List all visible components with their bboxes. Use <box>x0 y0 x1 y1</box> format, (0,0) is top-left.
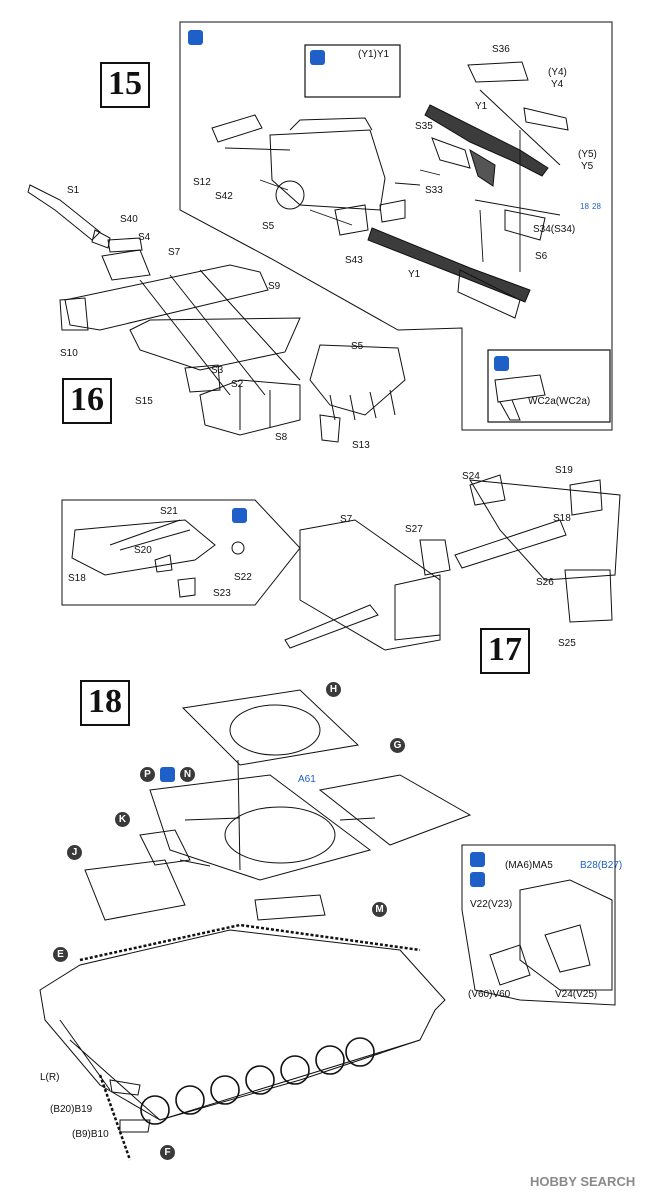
part-label: (B9)B10 <box>72 1129 109 1140</box>
part-label: S23 <box>213 588 231 599</box>
part-label: S7 <box>340 514 353 525</box>
part-label: S1 <box>67 185 80 196</box>
part-label: S24 <box>462 471 480 482</box>
part-callout: P <box>140 767 155 782</box>
step-number-16: 16 <box>62 378 112 424</box>
part-callout: F <box>160 1145 175 1160</box>
part-label: V24(V25) <box>555 989 598 1000</box>
part-label: (B20)B19 <box>50 1104 93 1115</box>
paint-ref: 18 <box>580 202 589 211</box>
part-label: S25 <box>558 638 576 649</box>
part-label: S19 <box>555 465 573 476</box>
part-label: S5 <box>351 341 364 352</box>
tool-icon <box>494 356 509 371</box>
part-callout: J <box>67 845 82 860</box>
part-label: S43 <box>345 255 363 266</box>
part-label: S13 <box>352 440 370 451</box>
part-label: S35 <box>415 121 433 132</box>
part-label: S20 <box>134 545 152 556</box>
cement-icon <box>188 30 203 45</box>
part-label: S27 <box>405 524 423 535</box>
part-label: S7 <box>168 247 181 258</box>
part-callout: K <box>115 812 130 827</box>
part-label: S15 <box>135 396 153 407</box>
part-callout: H <box>326 682 341 697</box>
part-label: S10 <box>60 348 78 359</box>
part-label: S22 <box>234 572 252 583</box>
part-label: L(R) <box>40 1072 60 1083</box>
step-number-15: 15 <box>100 62 150 108</box>
part-label: S34(S34) <box>533 224 576 235</box>
part-label: B28(B27) <box>580 860 623 871</box>
part-label: S33 <box>425 185 443 196</box>
part-label: (Y1)Y1 <box>358 49 390 60</box>
paint-ref: 28 <box>592 202 601 211</box>
part-label: S36 <box>492 44 510 55</box>
part-label: S12 <box>193 177 211 188</box>
paint-icon <box>470 872 485 887</box>
part-label: S18 <box>553 513 571 524</box>
part-label: S5 <box>262 221 275 232</box>
cement-icon <box>470 852 485 867</box>
part-label: Y5 <box>581 161 594 172</box>
part-label: S40 <box>120 214 138 225</box>
part-label: S26 <box>536 577 554 588</box>
watermark: HOBBY SEARCH <box>530 1174 636 1189</box>
part-callout: M <box>372 902 387 917</box>
part-label: S8 <box>275 432 288 443</box>
part-label: WC2a(WC2a) <box>528 396 591 407</box>
part-label: (Y5) <box>578 149 597 160</box>
part-label: S42 <box>215 191 233 202</box>
part-label: V22(V23) <box>470 899 513 910</box>
part-label: S4 <box>138 232 151 243</box>
part-label: S18 <box>68 573 86 584</box>
cement-icon <box>232 508 247 523</box>
part-label: A61 <box>298 774 316 785</box>
part-label: (V60)V60 <box>468 989 511 1000</box>
cross-icon <box>160 767 175 782</box>
part-label: S9 <box>268 281 281 292</box>
part-label: S21 <box>160 506 178 517</box>
part-label: Y1 <box>408 269 421 280</box>
part-callout: G <box>390 738 405 753</box>
part-label: Y1 <box>475 101 488 112</box>
part-label: Y4 <box>551 79 564 90</box>
part-label: S6 <box>535 251 548 262</box>
tool-icon <box>310 50 325 65</box>
step-number-17: 17 <box>480 628 530 674</box>
part-label: S2 <box>231 379 244 390</box>
part-callout: N <box>180 767 195 782</box>
part-label: (Y4) <box>548 67 567 78</box>
step-number-18: 18 <box>80 680 130 726</box>
part-label: S3 <box>211 365 224 376</box>
part-label: (MA6)MA5 <box>505 860 553 871</box>
part-callout: E <box>53 947 68 962</box>
